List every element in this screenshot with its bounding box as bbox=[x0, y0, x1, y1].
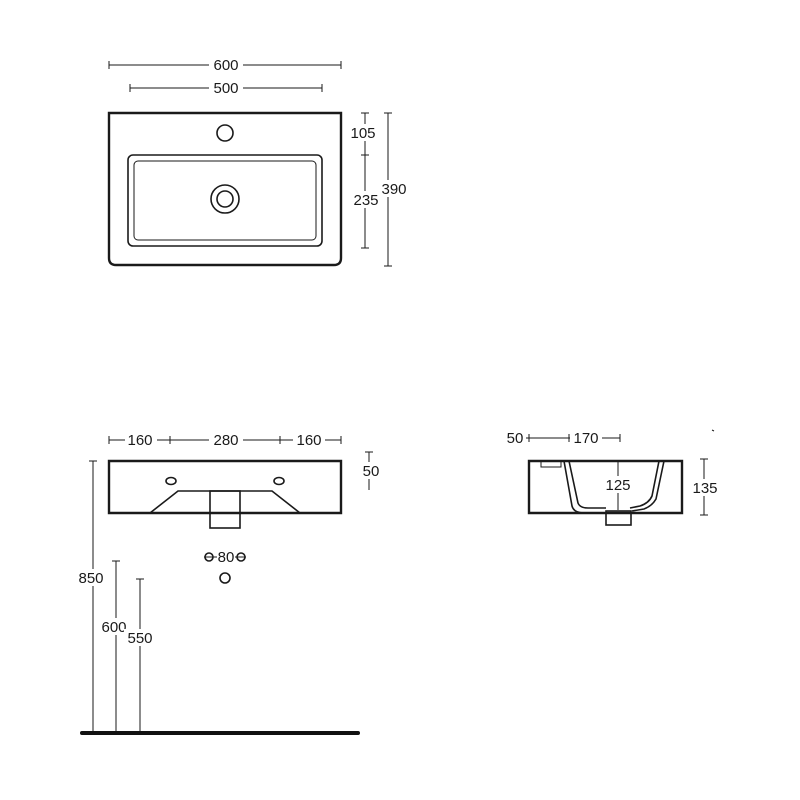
dimension-160-left-label: 160 bbox=[127, 432, 152, 449]
overflow-slot-right bbox=[273, 476, 285, 486]
fixing-hole-right bbox=[236, 552, 246, 562]
bowl-section-inner bbox=[568, 460, 606, 509]
bowl-section-curve bbox=[563, 460, 665, 514]
basin-section-side bbox=[527, 459, 684, 515]
dimension-170-label: 170 bbox=[573, 430, 598, 447]
front-view: 160 280 160 50 80 bbox=[75, 431, 381, 735]
bowl-inner-top bbox=[133, 160, 317, 241]
dimension-160-right-label: 160 bbox=[296, 432, 321, 449]
dimension-line-600: 600 bbox=[108, 56, 342, 74]
bowl-outer-top bbox=[127, 154, 323, 247]
fixing-holes: 80 bbox=[204, 549, 246, 566]
tap-hole bbox=[216, 124, 234, 142]
drain-inner bbox=[216, 190, 234, 208]
basin-outline-front bbox=[107, 459, 343, 515]
dimension-125-label: 125 bbox=[605, 477, 630, 494]
dimension-chain-side: 50 170 bbox=[504, 429, 621, 447]
basin-outline-top bbox=[107, 111, 343, 267]
dimension-80-label: 80 bbox=[218, 549, 235, 566]
drain-outer bbox=[210, 184, 240, 214]
dimension-line-850: 850 bbox=[75, 460, 107, 733]
top-view: 600 500 105 235 bbox=[107, 56, 411, 267]
dimension-line-125: 125 bbox=[602, 460, 634, 510]
dimension-550-label: 550 bbox=[127, 630, 152, 647]
overflow-slot-left bbox=[165, 476, 177, 486]
dimension-chain-front: 160 280 160 bbox=[108, 431, 342, 449]
dimension-600-height-label: 600 bbox=[101, 619, 126, 636]
dimension-105-label: 105 bbox=[350, 125, 375, 142]
bowl-section-inner-right bbox=[629, 460, 660, 509]
dimension-50-side-label: 50 bbox=[507, 430, 524, 447]
dimension-390-label: 390 bbox=[381, 181, 406, 198]
rim-detail bbox=[540, 460, 562, 468]
side-view: 50 170 125 135 bbox=[504, 429, 721, 526]
dimension-line-550: 550 bbox=[124, 578, 156, 733]
waste-outlet-section bbox=[605, 510, 632, 526]
dimension-line-50-front: 50 bbox=[361, 451, 381, 490]
stray-mark bbox=[711, 429, 715, 432]
waste-outlet-wall bbox=[219, 572, 231, 584]
dimension-500-label: 500 bbox=[213, 80, 238, 97]
dimension-135-label: 135 bbox=[692, 480, 717, 497]
dimension-line-390: 390 bbox=[381, 112, 411, 267]
waste-pipe-front bbox=[209, 490, 241, 529]
bowl-profile-front bbox=[149, 490, 301, 514]
dimension-235-label: 235 bbox=[353, 192, 378, 209]
dimension-280-label: 280 bbox=[213, 432, 238, 449]
dimension-600-label: 600 bbox=[213, 57, 238, 74]
dimension-line-600-height: 600 bbox=[98, 560, 130, 733]
dimension-line-135: 135 bbox=[689, 458, 721, 516]
dimension-line-500: 500 bbox=[129, 79, 323, 97]
fixing-hole-left bbox=[204, 552, 214, 562]
dimension-50-front-label: 50 bbox=[363, 463, 380, 480]
dimension-line-vertical-inner: 105 235 bbox=[347, 112, 382, 249]
dimension-850-label: 850 bbox=[78, 570, 103, 587]
